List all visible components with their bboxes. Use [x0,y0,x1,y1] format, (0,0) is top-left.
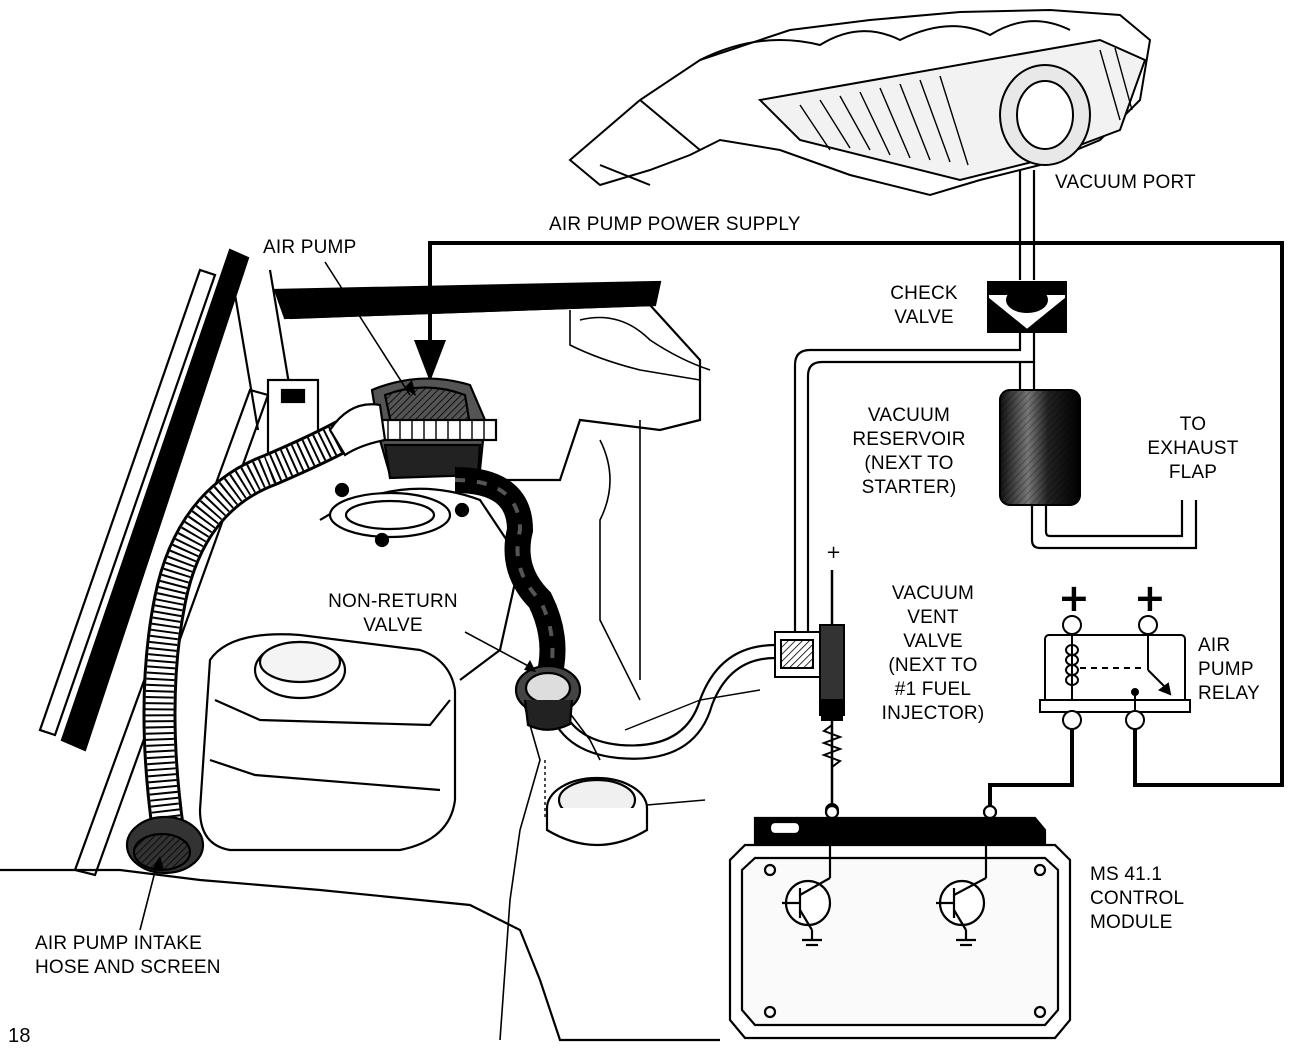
label-to-exhaust-flap: TO EXHAUST FLAP [1147,414,1239,483]
leader-arrow-non-return [524,660,536,672]
control-module [728,804,1072,1040]
radiator-cap [545,776,706,846]
air-pump-relay [1039,615,1191,730]
page-number: 18 [8,1025,31,1047]
plus-symbol-vent-valve: + [826,542,842,563]
leader-arrow-intake [152,856,164,870]
label-air-pump-intake: AIR PUMP INTAKE HOSE AND SCREEN [35,933,221,978]
power-supply-line [428,241,1284,810]
plus-symbol-relay-right: + [1134,576,1166,620]
power-arrow-head [414,340,446,382]
label-control-module: MS 41.1 CONTROL MODULE [1090,864,1185,933]
check-valve [987,281,1067,333]
air-pump [328,377,498,480]
label-air-pump: AIR PUMP [263,237,357,258]
vacuum-line [793,170,1198,635]
intake-screen [125,815,205,875]
plus-symbol-relay-left: + [1058,576,1090,620]
label-air-pump-power-supply: AIR PUMP POWER SUPPLY [549,214,801,235]
expansion-tank [198,482,522,852]
label-non-return-valve: NON-RETURN VALVE [328,591,458,636]
vent-hose [546,643,776,760]
vacuum-vent-valve [774,624,845,817]
vacuum-reservoir [999,389,1081,506]
leader-arrow-air-pump [404,380,416,396]
label-vacuum-vent-valve: VACUUM VENT VALVE (NEXT TO #1 FUEL INJEC… [881,583,985,724]
intake-manifold [568,8,1152,197]
label-vacuum-reservoir: VACUUM RESERVOIR (NEXT TO STARTER) [852,405,966,498]
label-vacuum-port: VACUUM PORT [1055,172,1196,193]
label-air-pump-relay: AIR PUMP RELAY [1198,635,1260,704]
non-return-valve [514,664,582,731]
label-check-valve: CHECK VALVE [890,283,958,328]
intake-hose [142,405,380,833]
engine-compartment [0,248,761,1042]
leader-lines [139,261,533,931]
